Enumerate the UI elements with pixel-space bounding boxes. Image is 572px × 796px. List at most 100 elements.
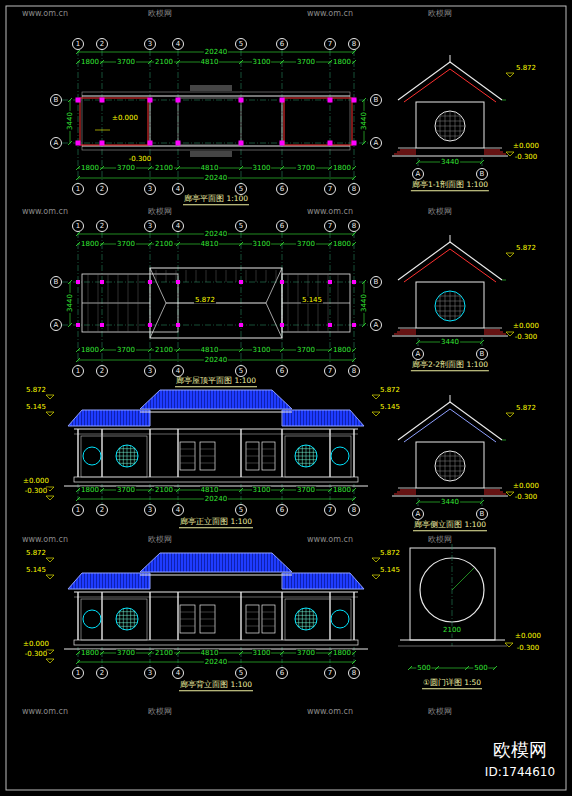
axis-line [482, 498, 483, 508]
dimension-tick [76, 660, 80, 664]
roof-tile [88, 274, 89, 332]
elevation-mark: 5.145 [379, 567, 401, 574]
axis-bubble: 6 [276, 365, 288, 377]
drawing-line [119, 626, 135, 627]
axis-bubble: 2 [96, 38, 108, 50]
axis-bubble: A [50, 319, 62, 331]
drawing-line [439, 136, 461, 137]
roof-tile [216, 270, 217, 282]
axis-number: 2 [100, 223, 104, 230]
wall [416, 102, 484, 148]
drawing-line [362, 323, 366, 327]
drawing-line [134, 611, 135, 627]
axis-number: 7 [328, 186, 332, 193]
column [176, 323, 180, 327]
dimension: 20240 [204, 49, 228, 56]
axis-number: 5 [239, 41, 243, 48]
axis-bubble: 8 [348, 504, 360, 516]
axis-line [78, 50, 79, 183]
axis-line [150, 50, 151, 183]
dimension: 2100 [154, 650, 174, 657]
roof-tile [186, 270, 187, 282]
axis-line [102, 647, 103, 667]
drawing-line [262, 449, 275, 450]
axis-line [418, 338, 419, 348]
elevation-mark: 5.145 [25, 404, 47, 411]
step [484, 332, 503, 333]
dimension: 3700 [296, 347, 316, 354]
elevation-mark: -0.300 [128, 156, 153, 163]
column [176, 141, 181, 146]
drawing-line [200, 463, 215, 464]
axis-number: 5 [239, 186, 243, 193]
column [280, 280, 284, 284]
drawing-line [298, 463, 314, 464]
axis-bubble: 2 [96, 504, 108, 516]
drawing-line [246, 463, 259, 464]
dimension: 1800 [332, 650, 352, 657]
axis-bubble: B [476, 168, 488, 180]
axis-line [150, 647, 151, 667]
axis-number: 6 [280, 507, 284, 514]
drawing-line [313, 448, 314, 464]
drawing-line [180, 449, 195, 450]
step [190, 86, 232, 87]
axis-number: 7 [328, 368, 332, 375]
wall [410, 548, 495, 640]
dimension-tick [176, 242, 180, 246]
elevation-symbol [506, 73, 514, 77]
axis-line [102, 232, 103, 365]
dimension: 1800 [80, 59, 100, 66]
axis-number: 6 [280, 368, 284, 375]
roof-tile [266, 270, 267, 282]
step [394, 154, 416, 155]
elevation-mark: -0.300 [514, 494, 539, 501]
column [239, 98, 244, 103]
dimension: 3100 [252, 650, 272, 657]
column [76, 98, 81, 103]
axis-number: A [416, 351, 421, 358]
axis-bubble: 5 [235, 667, 247, 679]
axis-line [354, 232, 355, 365]
column [280, 323, 284, 327]
dimension-tick [76, 50, 80, 54]
watermark: www.om.cn [306, 10, 354, 18]
axis-number: 7 [328, 223, 332, 230]
axis-line [282, 484, 283, 504]
drawing-line [484, 148, 502, 149]
axis-number: 8 [352, 186, 356, 193]
view-title: 廊亭1-1剖面图 1:100 [411, 181, 489, 191]
view-title: 廊亭背立面图 1:100 [179, 681, 253, 691]
drawing-line [282, 98, 283, 145]
axis-line [330, 232, 331, 365]
beam [74, 597, 358, 598]
watermark: www.om.cn [21, 208, 69, 216]
dimension: 2100 [154, 487, 174, 494]
watermark: 欧模网 [147, 208, 173, 216]
dimension-tick [100, 488, 104, 492]
dimension: 3100 [252, 487, 272, 494]
roof [282, 410, 364, 426]
axis-number: B [480, 171, 485, 178]
step [190, 154, 232, 155]
watermark: 欧模网 [147, 708, 173, 716]
column [240, 592, 241, 640]
axis-number: 7 [328, 41, 332, 48]
door [200, 605, 215, 633]
elevation-mark: 5.872 [515, 405, 537, 412]
axis-bubble: B [476, 508, 488, 520]
elevation-mark: -0.300 [24, 651, 49, 658]
elevation-mark: ±0.000 [22, 641, 50, 648]
drawing-line [306, 608, 307, 630]
dimension: 3700 [116, 487, 136, 494]
column [239, 141, 244, 146]
axis-bubble: 1 [72, 667, 84, 679]
step [394, 334, 416, 335]
dimension: 1800 [80, 347, 100, 354]
dimension: 1800 [332, 487, 352, 494]
ground-line [392, 156, 508, 157]
axis-bubble: 2 [96, 183, 108, 195]
drawing-line [502, 280, 506, 281]
axis-number: 3 [148, 368, 152, 375]
axis-number: 8 [352, 368, 356, 375]
